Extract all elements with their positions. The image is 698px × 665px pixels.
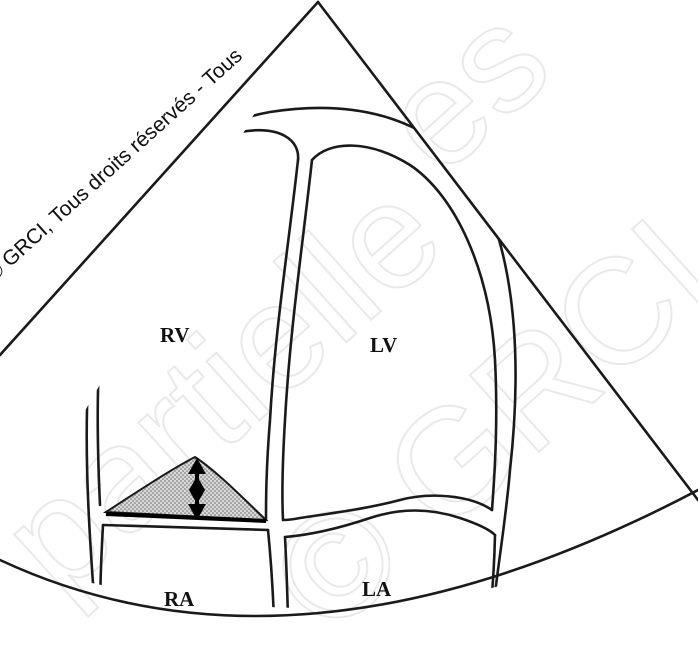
ra-label: RA xyxy=(164,587,195,611)
atria-floor xyxy=(100,618,486,650)
rv-label: RV xyxy=(160,323,190,347)
la-right-wall xyxy=(486,535,495,650)
watermark-background-text-3: es xyxy=(349,0,579,204)
la-label: LA xyxy=(362,577,392,601)
lv-label: LV xyxy=(370,333,397,357)
copyright-watermark: © GRCI, Tous droits réservés - Tous xyxy=(0,44,247,286)
